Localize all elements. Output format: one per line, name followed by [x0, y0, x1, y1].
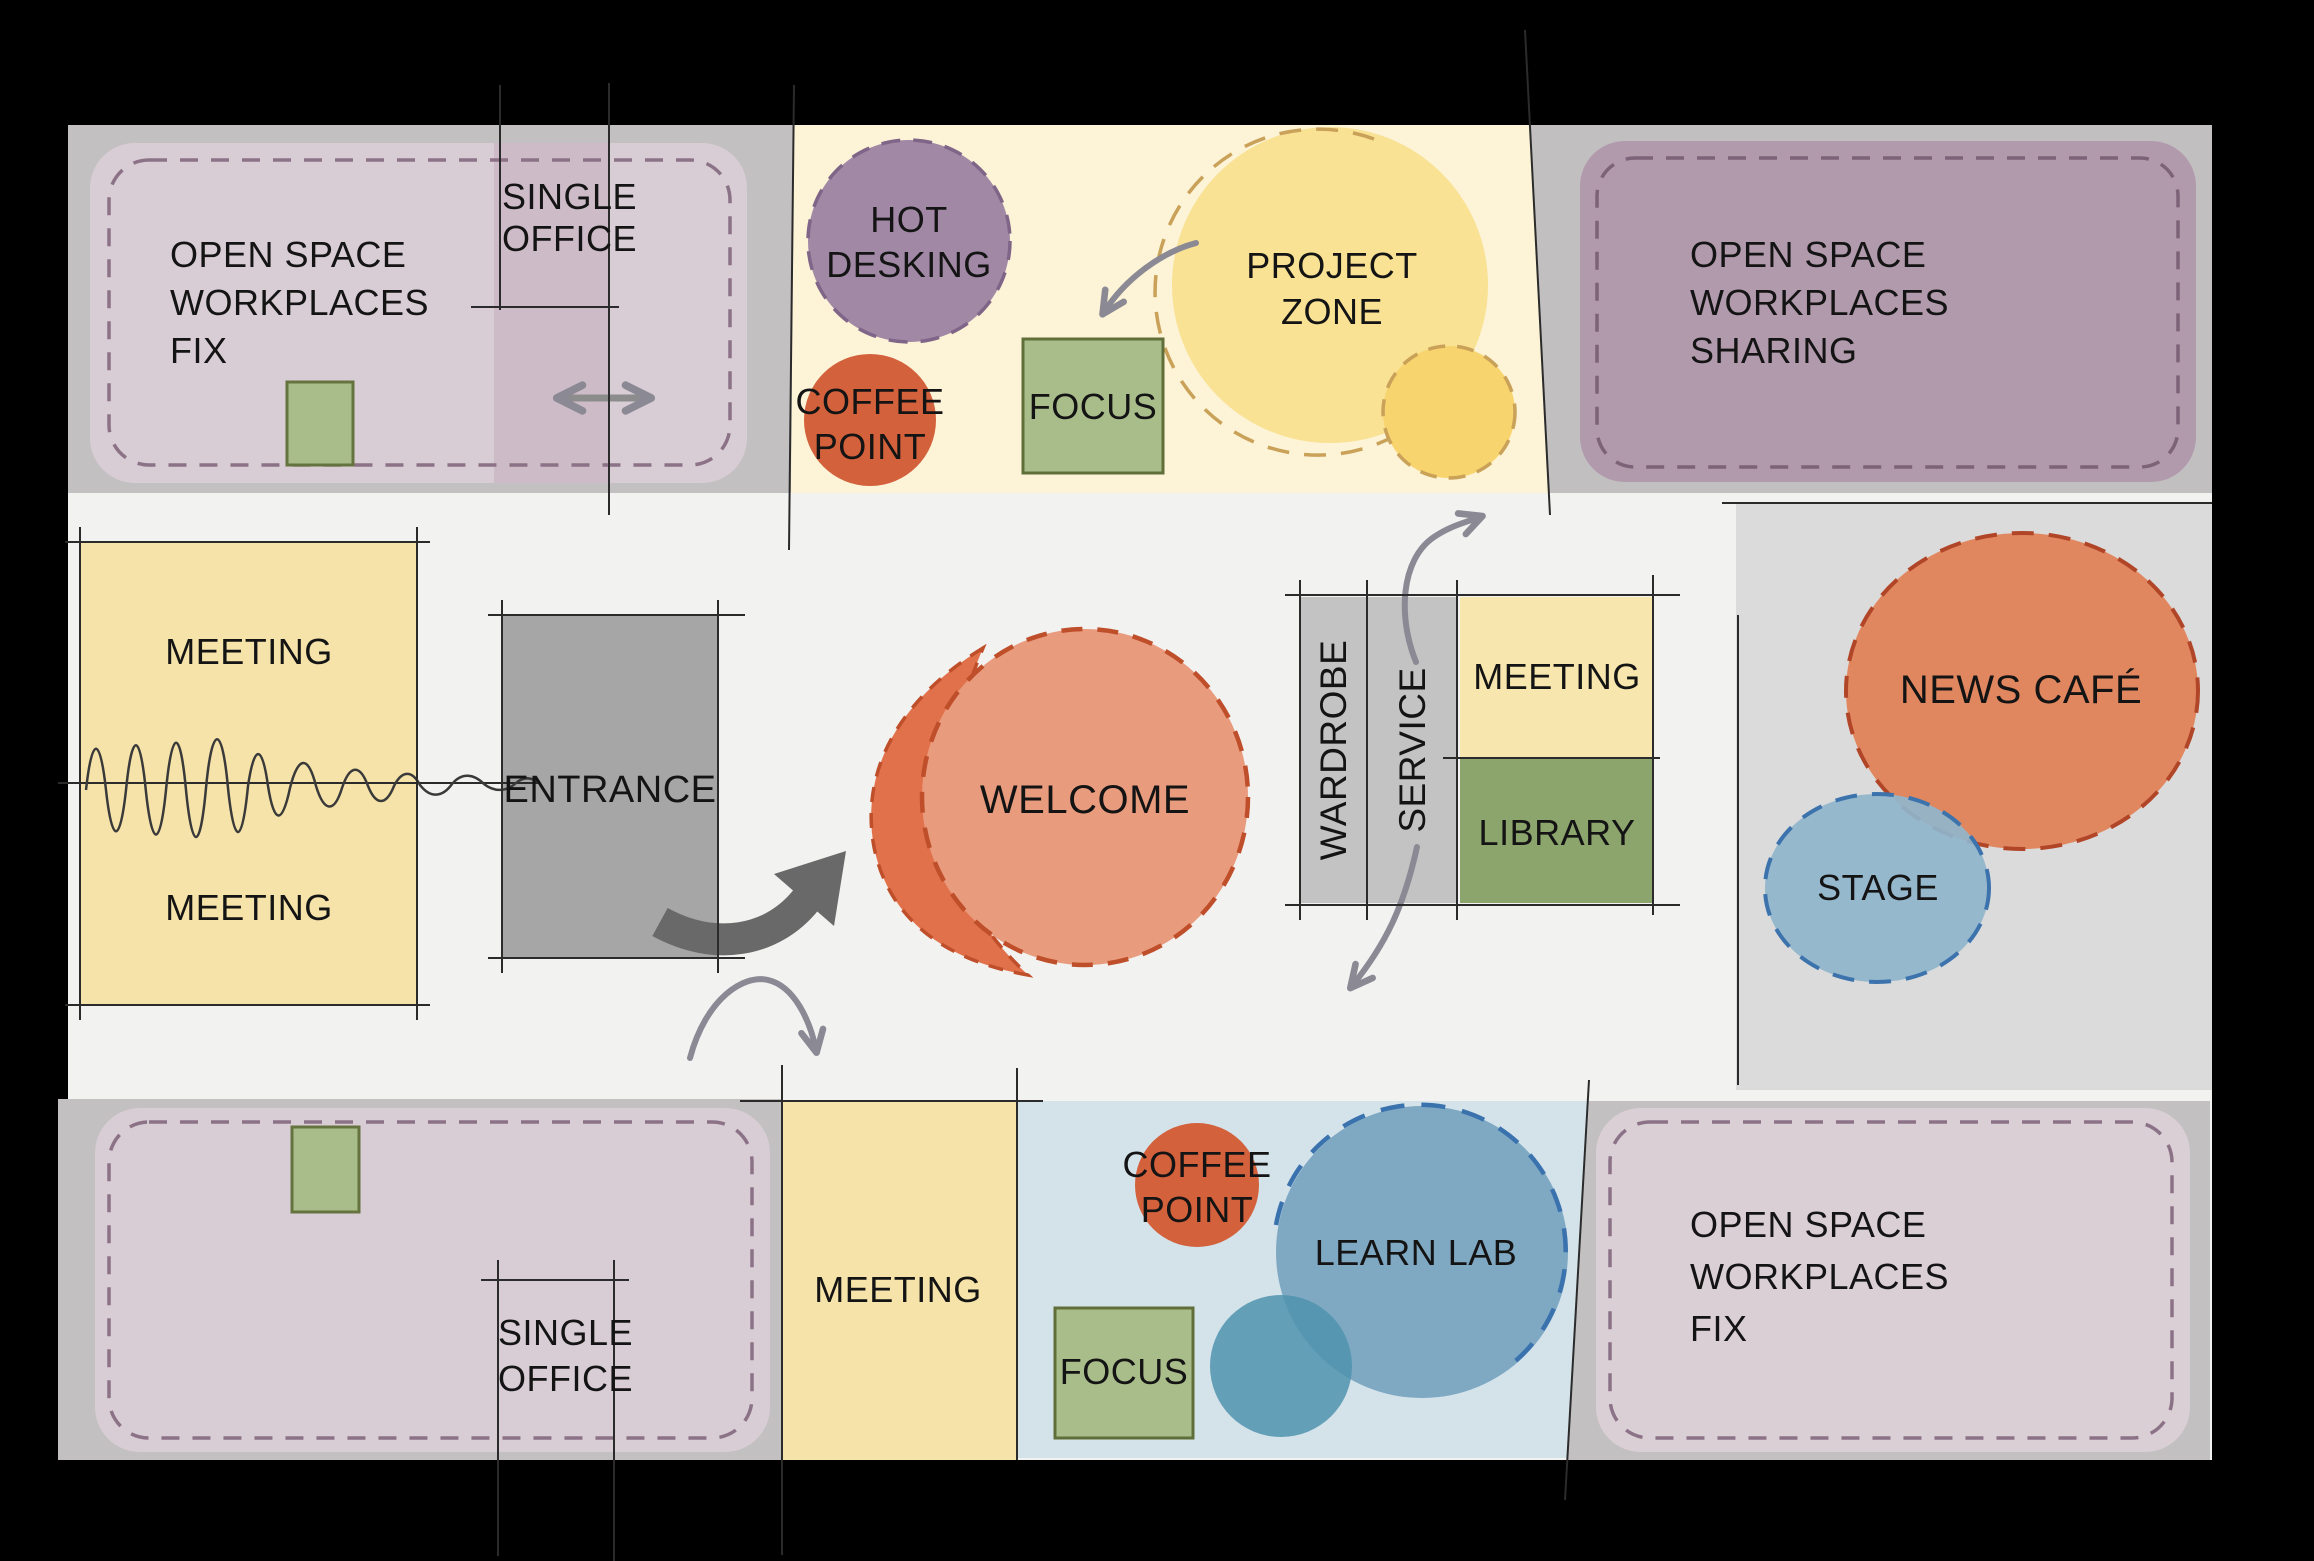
entrance-room [502, 615, 718, 958]
library-label: LIBRARY [1478, 812, 1636, 853]
project-to-focus-arrow [1099, 240, 1199, 318]
library-room [1460, 758, 1652, 903]
open-space-fix-bottom-label: OPEN SPACE WORKPLACES FIX [1690, 1204, 1950, 1349]
service-up-arrow [1401, 510, 1486, 665]
wardrobe-label: WARDROBE [1313, 639, 1354, 861]
desk-block-bottom-left [290, 1125, 361, 1214]
meeting-bottom-room [782, 1101, 1017, 1460]
hot-desking-label: HOT DESKING [826, 199, 992, 285]
zone-open-space-sharing-dash [1595, 156, 2180, 469]
entrance-label: ENTRANCE [503, 769, 717, 811]
focus-bottom-label: FOCUS [1059, 1351, 1189, 1392]
coffee-point-top-circle [804, 354, 936, 486]
service-label: SERVICE [1392, 667, 1433, 833]
coffee-point-bottom-circle [1135, 1123, 1259, 1247]
learn-lab-small-circle [1210, 1295, 1352, 1437]
welcome-label: WELCOME [979, 778, 1191, 822]
project-zone-small-circle [1381, 344, 1517, 480]
meeting-right-room [1460, 597, 1652, 758]
meeting-left-top-label: MEETING [165, 631, 333, 672]
stage-label: STAGE [1817, 867, 1939, 908]
hot-desking-circle [806, 138, 1012, 344]
learn-lab-circle [1276, 1106, 1568, 1398]
desk-block-top-left [285, 380, 355, 467]
single-office-top-label: SINGLE OFFICE [502, 176, 638, 259]
zone-open-space-bottom-left [95, 1108, 770, 1452]
stage-circle [1763, 792, 1991, 984]
news-cafe-label: NEWS CAFÉ [1899, 668, 2143, 712]
service-down-arrow [1346, 844, 1420, 992]
zone-open-space-sharing [1580, 141, 2196, 482]
focus-top-square [1021, 337, 1165, 475]
single-office-bottom-label: SINGLE OFFICE [498, 1312, 634, 1399]
zone-open-space-bottom-left-dash [107, 1120, 754, 1440]
entrance-flow-arrow [652, 851, 846, 956]
single-office-top-room [494, 143, 610, 483]
news-cafe-circle [1844, 531, 2200, 851]
meeting-bottom-label: MEETING [814, 1269, 982, 1310]
meeting-right-label: MEETING [1473, 656, 1641, 697]
open-space-fix-top-label: OPEN SPACE WORKPLACES FIX [170, 234, 430, 371]
zone-open-space-fix-top-dash [107, 158, 732, 467]
project-zone-label: PROJECT ZONE [1246, 245, 1418, 332]
flexible-wall-squiggle [84, 738, 539, 839]
coffee-point-top-label: COFFEE POINT [795, 381, 945, 467]
left-meeting-room [80, 542, 417, 1005]
learn-lab-dash-arc [1273, 1102, 1568, 1372]
zone-open-space-fix-bottom-dash [1608, 1120, 2174, 1440]
construction-lines [65, 29, 2212, 1561]
coffee-point-bottom-label: COFFEE POINT [1122, 1144, 1272, 1230]
learn-lab-label: LEARN LAB [1314, 1232, 1518, 1273]
zone-open-space-fix-bottom [1596, 1108, 2190, 1452]
focus-top-label: FOCUS [1028, 386, 1158, 427]
wardrobe-strip [1300, 597, 1367, 903]
meeting-left-bottom-label: MEETING [165, 887, 333, 928]
welcome-circle [919, 626, 1251, 968]
entrance-to-meeting-arrow [687, 976, 827, 1061]
focus-bottom-square [1053, 1306, 1195, 1440]
open-space-sharing-label: OPEN SPACE WORKPLACES SHARING [1690, 234, 1950, 371]
